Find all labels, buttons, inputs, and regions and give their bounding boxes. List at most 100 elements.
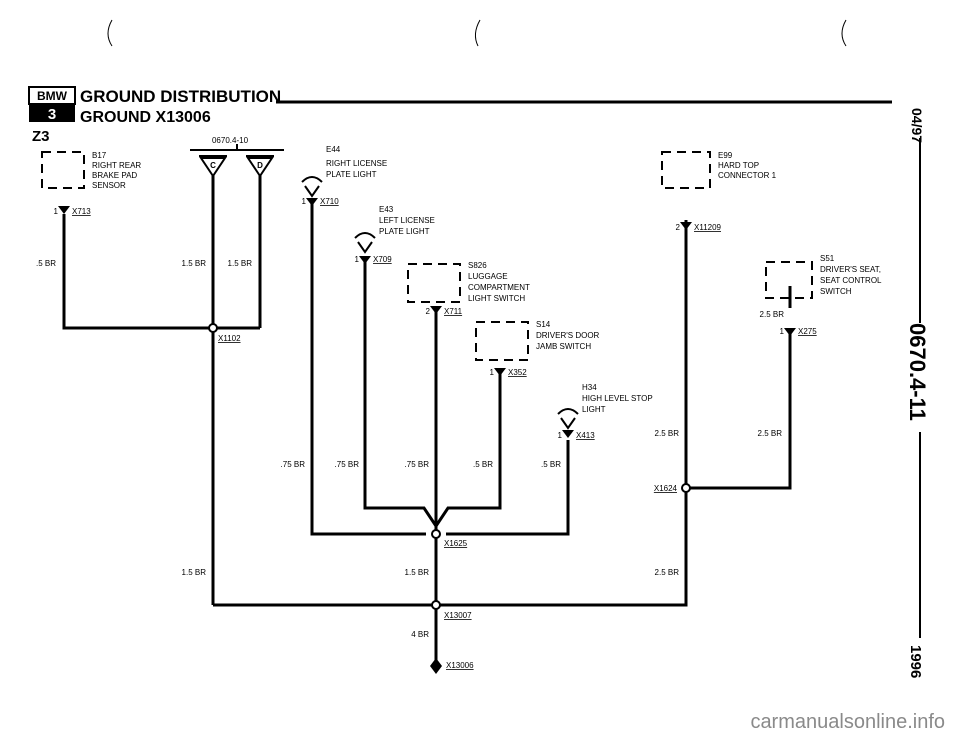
e99-name-1: HARD TOP bbox=[718, 161, 759, 170]
wire-e44 bbox=[310, 204, 426, 536]
s51-connector: X275 bbox=[798, 327, 817, 336]
ground-point-x13006 bbox=[430, 658, 442, 674]
component-box-s51 bbox=[765, 261, 813, 299]
s14-code: S14 bbox=[536, 320, 551, 329]
lamp-symbol-e43 bbox=[354, 232, 376, 254]
model-label: Z3 bbox=[32, 128, 50, 145]
s51-pin: 1 bbox=[780, 327, 785, 336]
e99-connector: X11209 bbox=[694, 223, 722, 232]
s14-pin: 1 bbox=[490, 368, 495, 377]
e99-code: E99 bbox=[718, 151, 733, 160]
splice-label-x1624: X1624 bbox=[654, 484, 678, 493]
wire-label-ground-c: 1.5 BR bbox=[182, 259, 207, 268]
bmw-logo-text: BMW bbox=[37, 89, 68, 103]
e43-name-1: LEFT LICENSE bbox=[379, 216, 435, 225]
series-badge: 3 bbox=[29, 105, 75, 123]
connector-symbol-x711 bbox=[430, 306, 442, 314]
wire-e99 bbox=[213, 220, 688, 607]
connector-symbol-x275 bbox=[784, 328, 796, 336]
s51-name-1: DRIVER'S SEAT, bbox=[820, 265, 881, 274]
margin-page-number: 0670.4-11 bbox=[905, 323, 930, 421]
e44-name-2: PLATE LIGHT bbox=[326, 170, 377, 179]
e43-connector: X709 bbox=[373, 255, 392, 264]
wire-label-s826: .75 BR bbox=[405, 460, 430, 469]
wire-s14 bbox=[434, 374, 502, 527]
wire-label-e43: .75 BR bbox=[335, 460, 360, 469]
e44-connector: X710 bbox=[320, 197, 339, 206]
wire-label-h34: .5 BR bbox=[541, 460, 561, 469]
s826-name-2: COMPARTMENT bbox=[468, 283, 530, 292]
splice-label-x1625: X1625 bbox=[444, 539, 468, 548]
scan-mark bbox=[474, 19, 481, 47]
s51-name-2: SEAT CONTROL bbox=[820, 276, 882, 285]
ref-code: 0670.4-10 bbox=[212, 136, 249, 145]
splice-label-x13007: X13007 bbox=[444, 611, 472, 620]
splice-x1625 bbox=[431, 529, 441, 539]
connector-symbol-x709 bbox=[359, 256, 371, 264]
wire-label-x1625-down: 1.5 BR bbox=[405, 568, 430, 577]
splice-x13007 bbox=[431, 600, 441, 610]
b17-connector: X713 bbox=[72, 207, 91, 216]
page-subtitle: GROUND X13006 bbox=[80, 109, 211, 126]
component-box-s14 bbox=[475, 321, 529, 361]
wire-label-s51-bottom: 2.5 BR bbox=[758, 429, 783, 438]
b17-code: B17 bbox=[92, 151, 107, 160]
splice-x1102 bbox=[208, 323, 218, 333]
b17-pin: 1 bbox=[54, 207, 59, 216]
ground-d-label: D bbox=[257, 161, 263, 170]
connector-symbol-x710 bbox=[306, 198, 318, 206]
connector-symbol-x413 bbox=[562, 430, 574, 438]
wire-label-x1624-down: 2.5 BR bbox=[655, 568, 680, 577]
margin-date: 04/97 bbox=[909, 108, 925, 143]
s826-name-1: LUGGAGE bbox=[468, 272, 508, 281]
connector-symbol-x352 bbox=[494, 368, 506, 376]
wiring bbox=[62, 144, 792, 662]
scan-mark bbox=[107, 19, 113, 47]
ground-symbol-d: D bbox=[246, 155, 274, 178]
wire-label-e44: .75 BR bbox=[281, 460, 306, 469]
s14-name-2: JAMB SWITCH bbox=[536, 342, 591, 351]
s826-name-3: LIGHT SWITCH bbox=[468, 294, 525, 303]
h34-name-2: LIGHT bbox=[582, 405, 606, 414]
ground-label-x13006: X13006 bbox=[446, 661, 474, 670]
splice-label-x1102: X1102 bbox=[218, 334, 241, 343]
s826-pin: 2 bbox=[426, 307, 431, 316]
h34-code: H34 bbox=[582, 383, 597, 392]
e44-name-1: RIGHT LICENSE bbox=[326, 159, 387, 168]
e43-pin: 1 bbox=[355, 255, 360, 264]
wire-label-x1102-down: 1.5 BR bbox=[182, 568, 207, 577]
connector-symbol-x11209 bbox=[680, 222, 692, 230]
bmw-logo: BMW bbox=[28, 86, 76, 105]
component-box-b17 bbox=[41, 151, 85, 189]
e99-name-2: CONNECTOR 1 bbox=[718, 171, 777, 180]
wire-b17 bbox=[62, 214, 260, 330]
s14-name-1: DRIVER'S DOOR bbox=[536, 331, 600, 340]
h34-pin: 1 bbox=[558, 431, 563, 440]
e43-code: E43 bbox=[379, 205, 394, 214]
b17-name-2: BRAKE PAD bbox=[92, 171, 137, 180]
lamp-symbol-h34 bbox=[557, 408, 579, 430]
s14-connector: X352 bbox=[508, 368, 527, 377]
wire-e43 bbox=[363, 262, 438, 527]
e99-pin: 2 bbox=[676, 223, 681, 232]
h34-connector: X413 bbox=[576, 431, 595, 440]
s826-code: S826 bbox=[468, 261, 487, 270]
e44-pin: 1 bbox=[302, 197, 307, 206]
ground-symbol-c: C bbox=[199, 155, 227, 178]
side-margin: 04/97 0670.4-11 1996 bbox=[905, 108, 930, 678]
connector-symbol-x713 bbox=[58, 206, 70, 214]
e44-code: E44 bbox=[326, 145, 341, 154]
series-badge-text: 3 bbox=[48, 106, 56, 123]
lamp-symbol-e44 bbox=[301, 176, 323, 198]
wire-label-b17: .5 BR bbox=[36, 259, 56, 268]
page-title: GROUND DISTRIBUTION bbox=[80, 87, 281, 106]
s51-code: S51 bbox=[820, 254, 835, 263]
h34-name-1: HIGH LEVEL STOP bbox=[582, 394, 653, 403]
watermark: carmanualsonline.info bbox=[750, 711, 945, 733]
wire-s51 bbox=[686, 334, 792, 490]
margin-year: 1996 bbox=[907, 645, 924, 678]
s51-name-3: SWITCH bbox=[820, 287, 852, 296]
wire-label-final: 4 BR bbox=[411, 630, 429, 639]
splice-x1624 bbox=[681, 483, 691, 493]
